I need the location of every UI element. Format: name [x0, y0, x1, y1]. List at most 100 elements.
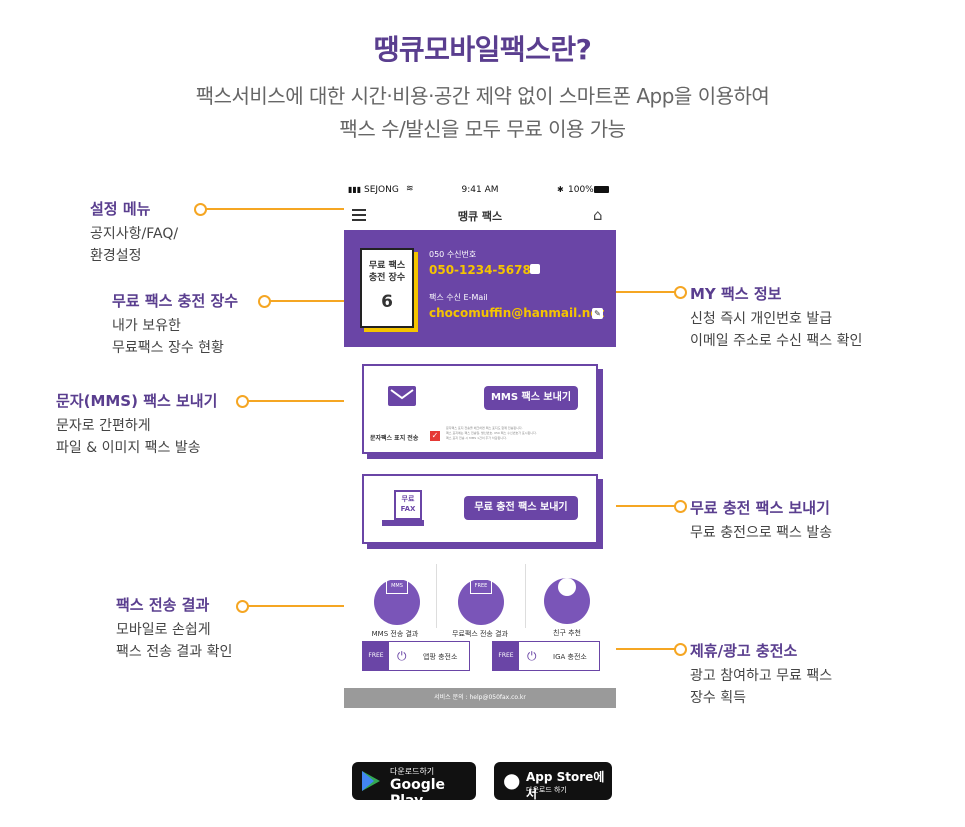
- phone-screen: ▮▮▮ SEJONG ≋ 9:41 AM ✱ 100% 땡큐 팩스 ⌂ 무료 팩…: [344, 180, 616, 708]
- annotation-title: 설정 메뉴: [90, 200, 151, 218]
- wifi-icon: ≋: [406, 184, 414, 194]
- menu-icon[interactable]: [352, 209, 366, 221]
- fax-number: 050-1234-5678: [429, 263, 531, 277]
- battery-icon: [594, 186, 609, 193]
- mms-box: MMS 팩스 보내기 문자팩스 표지 전송 ✓ 문자팩스 표지 전송을 체크하면…: [362, 364, 598, 454]
- annotation-text: 신청 즉시 개인번호 발급: [690, 311, 833, 327]
- menu-label: MMS 전송 결과: [371, 630, 419, 638]
- connector-line: [244, 400, 380, 402]
- annotation-text: 파일 & 이미지 팩스 발송: [56, 440, 201, 456]
- charge-label: 앱팡 충전소: [423, 653, 458, 661]
- free-count-label: 무료 팩스 충전 장수: [362, 260, 412, 284]
- play-icon: [362, 771, 380, 791]
- free-icon-text: FREE: [470, 579, 492, 594]
- annotation-free-count: 무료 팩스 충전 장수 내가 보유한 무료팩스 장수 현황: [112, 290, 238, 359]
- connector-line: [204, 208, 354, 210]
- annotation-mms: 문자(MMS) 팩스 보내기 문자로 간편하게 파일 & 이미지 팩스 발송: [56, 390, 217, 459]
- battery-label: 100%: [568, 185, 594, 195]
- bluetooth-icon: ✱: [557, 185, 564, 194]
- cover-note-line: 팩스 표지 전송 시 MMS 1건이 추가 차감됩니다.: [446, 436, 507, 440]
- free-count-label-line2: 충전 장수: [368, 273, 406, 283]
- annotation-text: 이메일 주소로 수신 팩스 확인: [690, 333, 863, 349]
- carrier-label: SEJONG: [364, 185, 399, 195]
- apple-big-text: App Store에서: [526, 770, 605, 801]
- cover-note-line: 팩스 표지에는 팩스 전송일, 발신번호, 050 팩스 수신번호가 표시됩니다…: [446, 431, 537, 435]
- app-title: 땡큐 팩스: [457, 210, 503, 223]
- cover-note: 문자팩스 표지 전송을 체크하면 팩스 표지도 함께 전송됩니다. 팩스 표지에…: [446, 426, 537, 441]
- annotation-my-fax: MY 팩스 정보 신청 즉시 개인번호 발급 이메일 주소로 수신 팩스 확인: [690, 283, 862, 352]
- apple-small-text: 다운로드 하기: [526, 786, 567, 794]
- menu-invite[interactable]: 친구 추천: [544, 564, 590, 638]
- connector-line: [584, 648, 680, 650]
- plug-icon: ⏻: [527, 649, 537, 663]
- page-title: 땡큐모바일팩스란?: [373, 33, 592, 66]
- connector-dot: [674, 286, 687, 299]
- connector-dot: [236, 395, 249, 408]
- free-fax-box: 무료 FAX 무료 충전 팩스 보내기: [362, 474, 598, 544]
- annotation-text: 공지사항/FAQ/: [90, 226, 179, 242]
- menu-free-result[interactable]: FREE 무료팩스 전송 결과: [452, 564, 508, 639]
- email-value: chocomuffin@hanmail.net: [429, 306, 605, 320]
- status-bar: ▮▮▮ SEJONG ≋ 9:41 AM ✱ 100%: [344, 180, 616, 202]
- divider: [436, 564, 437, 628]
- annotation-text: 환경설정: [90, 248, 142, 264]
- subtitle-line1: 팩스서비스에 대한 시간·비용·공간 제약 없이 스마트폰 App을 이용하여: [195, 84, 770, 108]
- my-fax-card: 무료 팩스 충전 장수 6 050 수신번호 050-1234-5678 팩스 …: [344, 230, 616, 347]
- annotation-title: MY 팩스 정보: [690, 285, 782, 303]
- free-count-box: 무료 팩스 충전 장수 6: [360, 248, 414, 328]
- copy-icon[interactable]: [530, 264, 540, 274]
- fax-tray-icon: [382, 520, 424, 526]
- free-tag: FREE: [363, 642, 389, 670]
- divider: [525, 564, 526, 628]
- cover-label: 문자팩스 표지 전송: [370, 435, 419, 442]
- menu-label: 무료팩스 전송 결과: [452, 630, 508, 638]
- plug-icon: ⏻: [397, 649, 407, 663]
- google-play-badge[interactable]: 다운로드하기 Google Play: [352, 762, 476, 809]
- annotation-result: 팩스 전송 결과 모바일로 손쉽게 팩스 전송 결과 확인: [116, 594, 232, 663]
- cover-checkbox[interactable]: ✓: [430, 431, 440, 441]
- connector-dot: [674, 643, 687, 656]
- cover-note-line: 문자팩스 표지 전송을 체크하면 팩스 표지도 함께 전송됩니다.: [446, 426, 523, 430]
- connector-dot: [236, 600, 249, 613]
- annotation-title: 제휴/광고 충전소: [690, 642, 798, 660]
- annotation-text: 팩스 전송 결과 확인: [116, 644, 233, 660]
- annotation-text: 모바일로 손쉽게: [116, 622, 211, 638]
- free-send-button[interactable]: 무료 충전 팩스 보내기: [464, 496, 578, 520]
- subtitle-line2: 팩스 수/발신을 모두 무료 이용 가능: [339, 117, 626, 141]
- clock: 9:41 AM: [461, 185, 499, 195]
- free-tag: FREE: [493, 642, 519, 670]
- annotation-text: 무료 충전으로 팩스 발송: [690, 525, 833, 541]
- annotation-text: 광고 참여하고 무료 팩스: [690, 668, 833, 684]
- apple-icon: ●: [503, 768, 521, 792]
- google-big-text: Google Play: [390, 777, 446, 809]
- connector-dot: [258, 295, 271, 308]
- app-store-badge[interactable]: ● App Store에서 다운로드 하기: [494, 762, 612, 801]
- annotation-title: 무료 충전 팩스 보내기: [690, 499, 830, 517]
- edit-icon[interactable]: ✎: [592, 308, 603, 319]
- google-small-text: 다운로드하기: [390, 767, 435, 776]
- mms-send-button[interactable]: MMS 팩스 보내기: [484, 386, 578, 410]
- connector-line: [576, 505, 680, 507]
- annotation-title: 무료 팩스 충전 장수: [112, 292, 239, 310]
- mms-icon-text: MMS: [386, 579, 408, 594]
- home-icon[interactable]: ⌂: [593, 206, 603, 224]
- free-count-label-line1: 무료 팩스: [368, 261, 406, 271]
- signal-icon: ▮▮▮: [348, 185, 362, 194]
- annotation-free-send: 무료 충전 팩스 보내기 무료 충전으로 팩스 발송: [690, 497, 832, 544]
- connector-line: [244, 605, 376, 607]
- charge-station-appang[interactable]: FREE ⏻ 앱팡 충전소: [362, 641, 470, 671]
- annotation-text: 내가 보유한: [112, 318, 181, 334]
- annotation-partner: 제휴/광고 충전소 광고 참여하고 무료 팩스 장수 획득: [690, 640, 832, 709]
- annotation-title: 팩스 전송 결과: [116, 596, 210, 614]
- menu-mms-result[interactable]: MMS MMS 전송 결과: [370, 564, 420, 639]
- email-label: 팩스 수신 E-Mail: [429, 293, 488, 302]
- service-footer: 서비스 문의 : help@050fax.co.kr: [344, 688, 616, 708]
- envelope-icon: [388, 386, 416, 406]
- fax-icon: 무료 FAX: [394, 490, 422, 520]
- connector-line: [266, 300, 366, 302]
- charge-label: IGA 충전소: [553, 653, 587, 661]
- fax-icon-line2: FAX: [400, 505, 416, 513]
- charge-station-iga[interactable]: FREE ⏻ IGA 충전소: [492, 641, 600, 671]
- fax-icon-line1: 무료: [401, 495, 415, 503]
- annotation-text: 문자로 간편하게: [56, 418, 151, 434]
